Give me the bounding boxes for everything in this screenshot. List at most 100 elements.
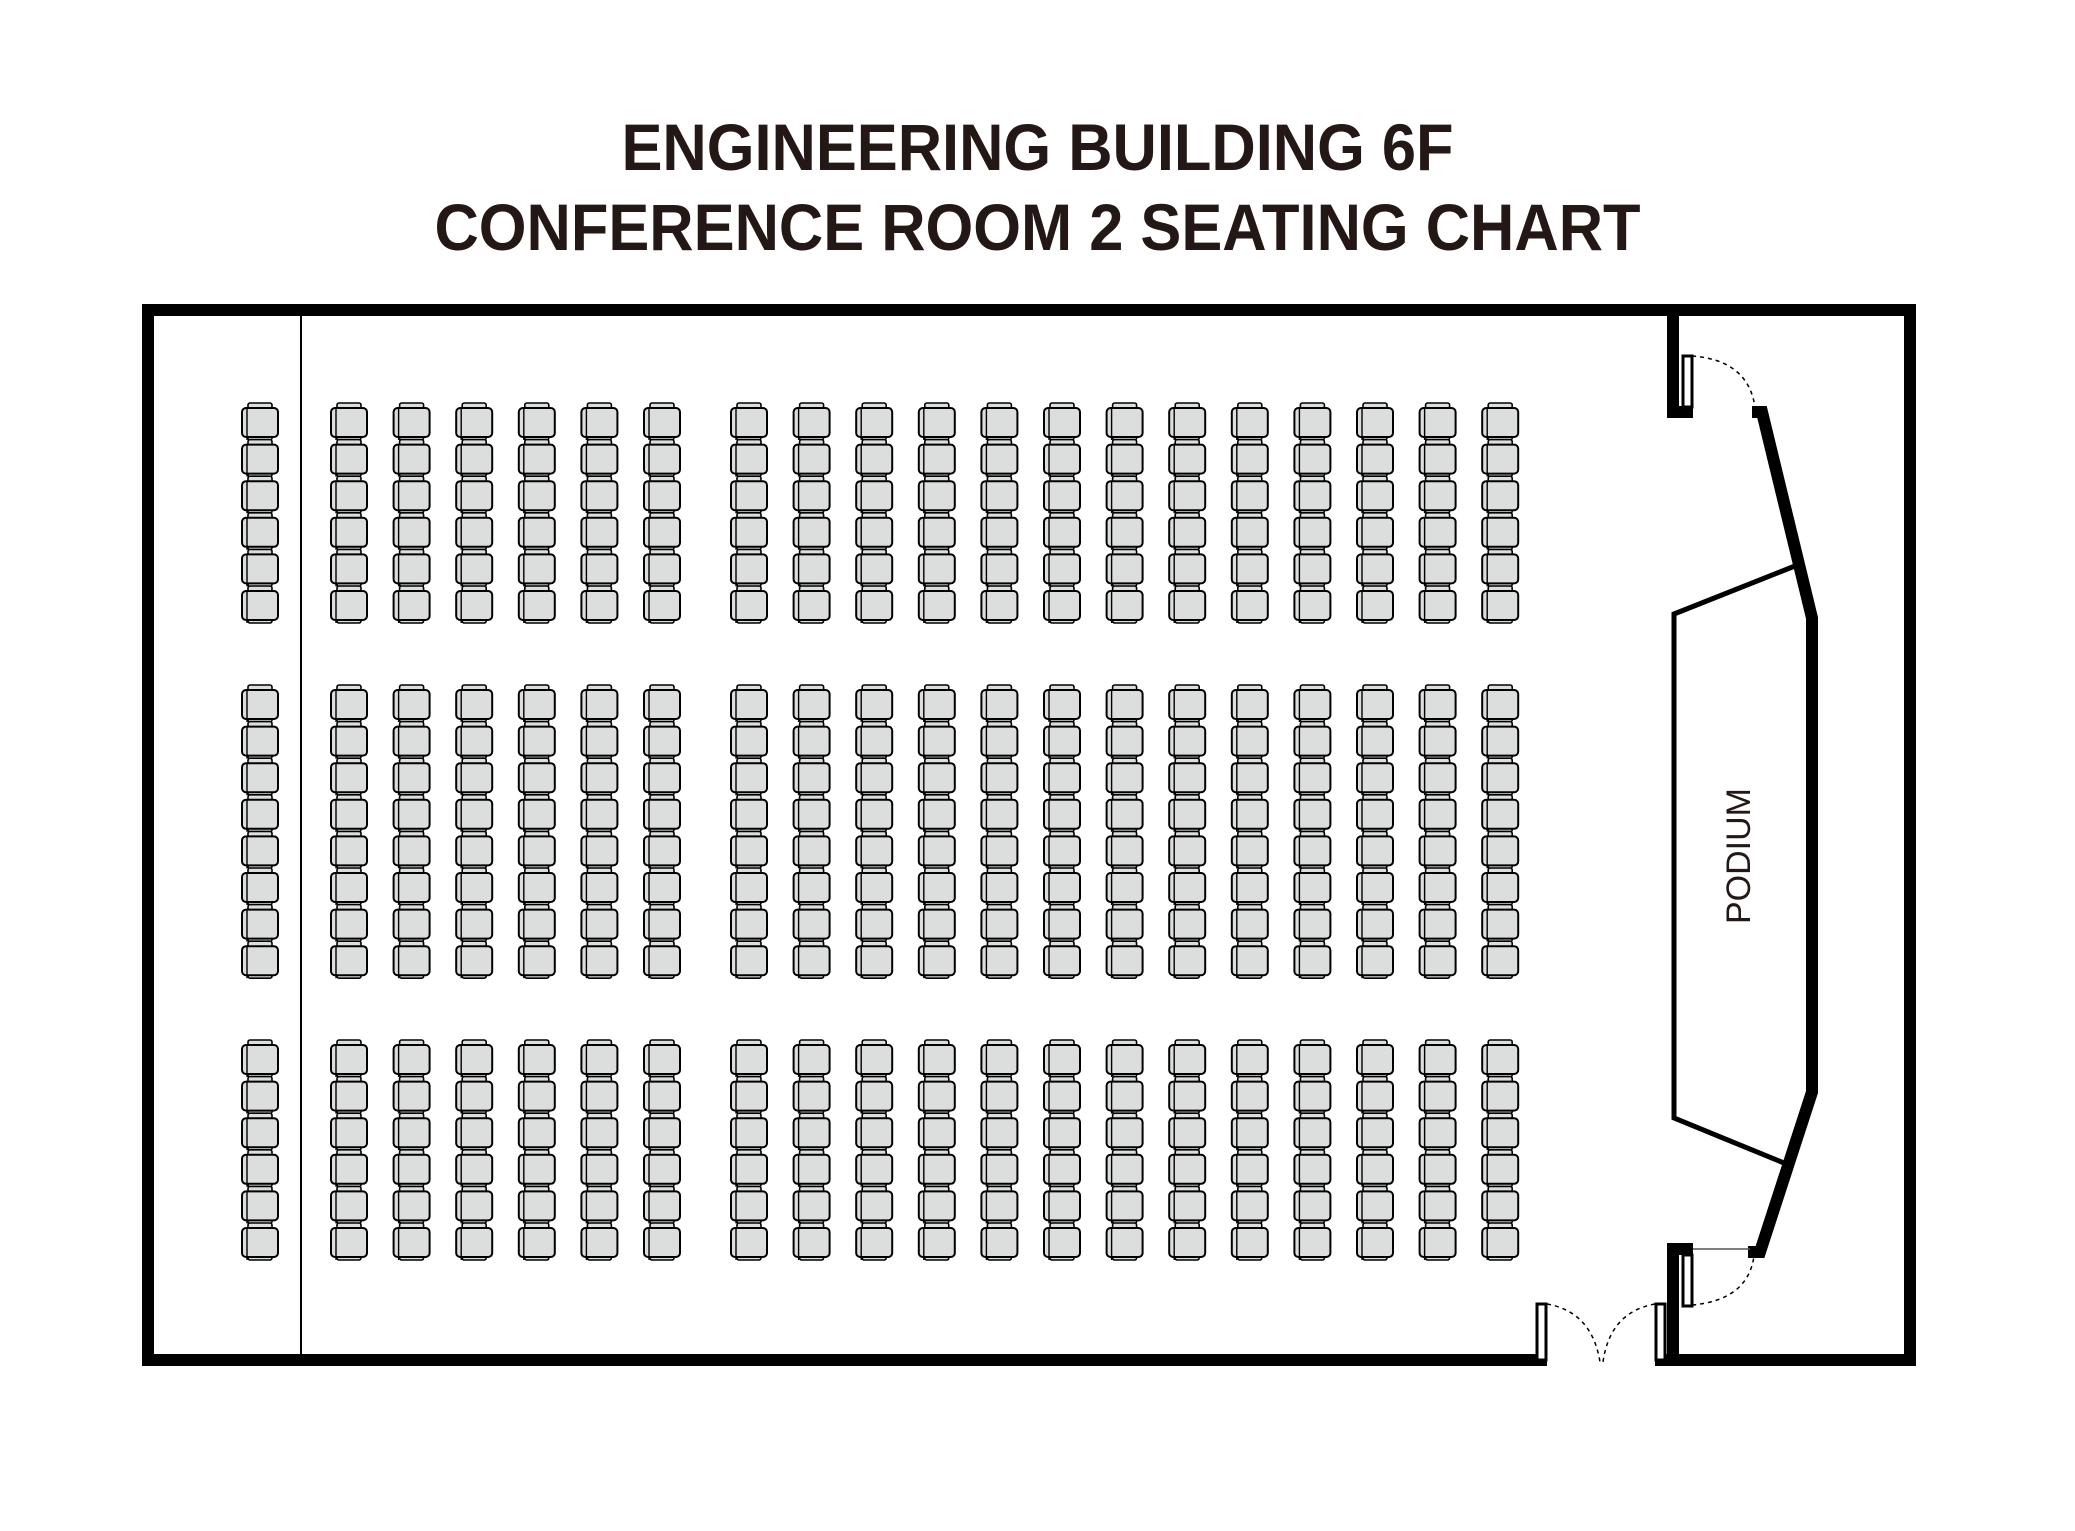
seat[interactable] (330, 867, 368, 906)
seat[interactable] (392, 793, 431, 833)
seat[interactable] (580, 1222, 619, 1261)
seat[interactable] (330, 1185, 368, 1225)
seat[interactable] (1293, 1148, 1332, 1188)
seat[interactable] (580, 438, 619, 478)
seat[interactable] (1230, 830, 1269, 870)
seat[interactable] (643, 1222, 681, 1261)
seat[interactable] (643, 940, 681, 980)
seat[interactable] (730, 830, 768, 870)
seat[interactable] (241, 867, 279, 906)
seat[interactable] (1043, 940, 1081, 980)
seat[interactable] (1168, 1112, 1207, 1152)
seat[interactable] (1481, 475, 1520, 515)
seat[interactable] (917, 475, 956, 515)
seat[interactable] (517, 1039, 556, 1078)
seat[interactable] (730, 903, 768, 943)
seat[interactable] (792, 867, 831, 906)
seat[interactable] (1418, 830, 1457, 870)
seat[interactable] (1418, 1112, 1457, 1152)
seat[interactable] (792, 548, 831, 588)
seat[interactable] (1168, 684, 1207, 723)
seat[interactable] (1168, 757, 1207, 797)
seat[interactable] (1356, 402, 1394, 441)
seat[interactable] (1043, 511, 1081, 551)
seat[interactable] (455, 1075, 494, 1115)
seat[interactable] (1168, 1222, 1207, 1261)
seat[interactable] (1418, 684, 1457, 723)
seat[interactable] (517, 1075, 556, 1115)
seat[interactable] (330, 1222, 368, 1261)
seat[interactable] (1293, 585, 1332, 624)
seat[interactable] (1293, 548, 1332, 588)
seat[interactable] (580, 511, 619, 551)
seat[interactable] (917, 511, 956, 551)
seat[interactable] (855, 585, 894, 624)
seat[interactable] (980, 830, 1019, 870)
seat[interactable] (455, 1112, 494, 1152)
seat[interactable] (392, 548, 431, 588)
seat[interactable] (241, 1112, 279, 1152)
seat[interactable] (1418, 1075, 1457, 1115)
seat[interactable] (1230, 1222, 1269, 1261)
seat[interactable] (517, 475, 556, 515)
seat[interactable] (730, 1112, 768, 1152)
seat[interactable] (392, 475, 431, 515)
seat[interactable] (241, 438, 279, 478)
seat[interactable] (855, 793, 894, 833)
seat[interactable] (1418, 757, 1457, 797)
seat[interactable] (1230, 511, 1269, 551)
seat[interactable] (1356, 438, 1394, 478)
seat[interactable] (730, 1075, 768, 1115)
seat[interactable] (517, 684, 556, 723)
seat[interactable] (455, 757, 494, 797)
seat[interactable] (1293, 903, 1332, 943)
seat[interactable] (1418, 1148, 1457, 1188)
seat[interactable] (855, 511, 894, 551)
seat[interactable] (1043, 1148, 1081, 1188)
seat[interactable] (392, 903, 431, 943)
seat[interactable] (730, 1222, 768, 1261)
seat[interactable] (980, 585, 1019, 624)
seat[interactable] (455, 475, 494, 515)
seat[interactable] (330, 1112, 368, 1152)
seat[interactable] (730, 475, 768, 515)
seat[interactable] (1481, 511, 1520, 551)
seat[interactable] (1356, 903, 1394, 943)
seat[interactable] (1105, 475, 1144, 515)
seat[interactable] (330, 830, 368, 870)
seat[interactable] (580, 684, 619, 723)
seat[interactable] (1043, 903, 1081, 943)
seat[interactable] (1293, 940, 1332, 980)
seat[interactable] (980, 511, 1019, 551)
seat[interactable] (392, 720, 431, 760)
seat[interactable] (643, 1185, 681, 1225)
seat[interactable] (855, 548, 894, 588)
seat[interactable] (1105, 1222, 1144, 1261)
seat[interactable] (392, 1185, 431, 1225)
seat[interactable] (455, 511, 494, 551)
seat[interactable] (1168, 475, 1207, 515)
seat[interactable] (392, 1222, 431, 1261)
seat[interactable] (917, 548, 956, 588)
seat[interactable] (980, 867, 1019, 906)
seat[interactable] (517, 903, 556, 943)
seat[interactable] (917, 867, 956, 906)
seat[interactable] (241, 1185, 279, 1225)
seat[interactable] (917, 684, 956, 723)
seat[interactable] (241, 1075, 279, 1115)
seat[interactable] (392, 684, 431, 723)
seat[interactable] (1168, 903, 1207, 943)
seat[interactable] (330, 720, 368, 760)
seat[interactable] (392, 1039, 431, 1078)
seat[interactable] (643, 1112, 681, 1152)
seat[interactable] (517, 940, 556, 980)
seat[interactable] (1481, 940, 1520, 980)
seat[interactable] (1105, 940, 1144, 980)
seat[interactable] (917, 585, 956, 624)
seat[interactable] (330, 402, 368, 441)
seat[interactable] (455, 402, 494, 441)
seat[interactable] (580, 585, 619, 624)
seat[interactable] (1043, 793, 1081, 833)
seat[interactable] (241, 511, 279, 551)
seat[interactable] (917, 1112, 956, 1152)
